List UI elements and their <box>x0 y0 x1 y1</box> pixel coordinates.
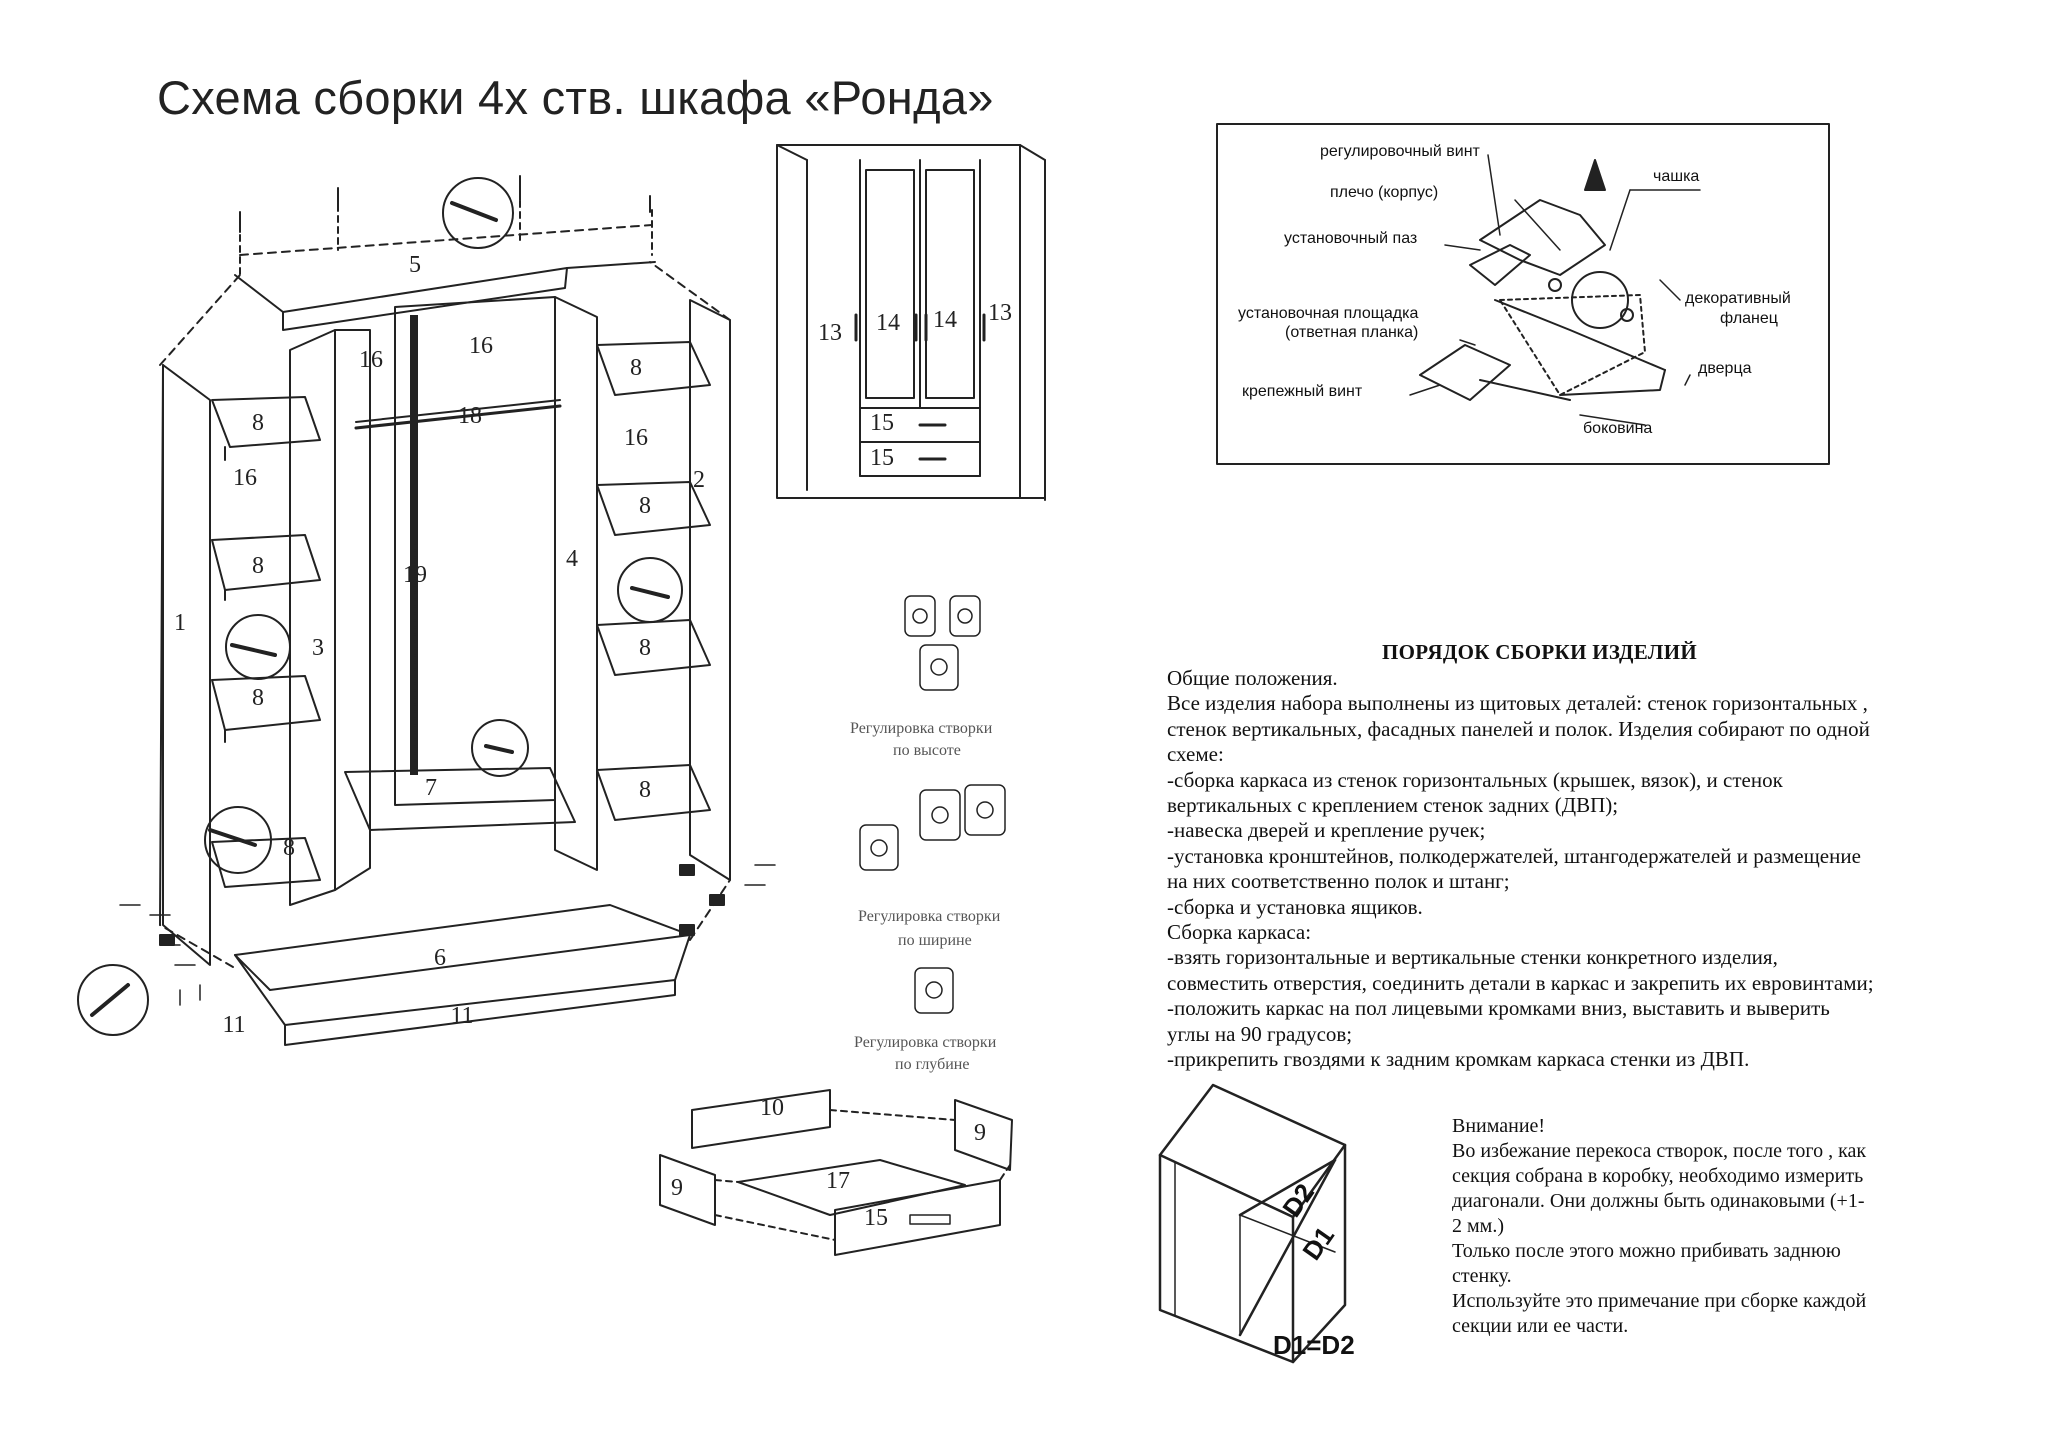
part-number: 2 <box>693 467 705 493</box>
wardrobe-front-view <box>776 144 1046 501</box>
part-number: 1 <box>174 610 186 636</box>
part-number: 8 <box>639 493 651 519</box>
part-number: 15 <box>864 1205 888 1231</box>
note-line: секция собрана в коробку, необходимо изм… <box>1452 1165 1864 1187</box>
label-depth-adjust-2: по глубине <box>895 1056 970 1073</box>
part-number: 14 <box>876 310 900 336</box>
assembly-line: углы на 90 градусов; <box>1167 1021 1353 1046</box>
label-mount-plate-1: установочная площадка <box>1238 305 1419 322</box>
note-line: Внимание! <box>1452 1115 1546 1137</box>
label-height-adjust-2: по высоте <box>893 742 961 759</box>
part-number: 14 <box>933 307 957 333</box>
hinge-diagram <box>1216 123 1830 465</box>
label-shoulder: плечо (корпус) <box>1330 184 1439 201</box>
note-line: стенку. <box>1452 1265 1512 1287</box>
part-number: 16 <box>469 333 493 359</box>
note-line: секции или ее части. <box>1452 1315 1629 1337</box>
part-number: 13 <box>988 300 1012 326</box>
part-number: 17 <box>826 1168 850 1194</box>
label-side: боковина <box>1583 420 1653 437</box>
part-number: 3 <box>312 635 324 661</box>
assembly-line: Общие положения. <box>1167 666 1338 690</box>
note-line: Во избежание перекоса створок, после тог… <box>1452 1140 1867 1162</box>
part-number: 8 <box>639 777 651 803</box>
assembly-heading: ПОРЯДОК СБОРКИ ИЗДЕЛИЙ <box>1382 640 1697 664</box>
exploded-wardrobe <box>77 175 776 1046</box>
assembly-line: -сборка каркаса из стенок горизонтальных… <box>1167 767 1783 792</box>
assembly-line: -положить каркас на пол лицевыми кромкам… <box>1167 996 1830 1021</box>
part-number: 8 <box>252 553 264 579</box>
label-adjust-screw: регулировочный винт <box>1320 143 1480 160</box>
label-decor-flange-1: декоративный <box>1685 290 1791 307</box>
drawer-exploded <box>659 1089 1013 1256</box>
part-number: 15 <box>870 410 894 436</box>
part-number: 11 <box>450 1003 474 1029</box>
part-number: 16 <box>233 465 257 491</box>
part-number: 7 <box>425 775 437 801</box>
assembly-line: -взять горизонтальные и вертикальные сте… <box>1167 945 1778 970</box>
label-d1-equals-d2: D1=D2 <box>1273 1330 1355 1360</box>
part-number: 5 <box>409 252 421 278</box>
part-number: 8 <box>639 635 651 661</box>
adjustment-icons <box>859 595 1006 1014</box>
part-number: 10 <box>760 1095 784 1121</box>
assembly-line: вертикальных с креплением стенок задних … <box>1167 793 1619 818</box>
note-line: Только после этого можно прибивать задню… <box>1452 1240 1841 1262</box>
label-width-adjust-2: по ширине <box>898 932 972 949</box>
label-cup: чашка <box>1653 168 1700 185</box>
page-title: Схема сборки 4х ств. шкафа «Ронда» <box>157 71 994 124</box>
part-number: 8 <box>630 355 642 381</box>
part-number: 8 <box>252 410 264 436</box>
part-number: 4 <box>566 546 578 572</box>
assembly-line: схеме: <box>1167 742 1224 767</box>
part-number: 11 <box>222 1012 246 1038</box>
label-mount-slot: установочный паз <box>1284 230 1418 247</box>
assembly-line: Сборка каркаса: <box>1167 920 1312 945</box>
part-number: 13 <box>818 320 842 346</box>
assembly-line: -сборка и установка ящиков. <box>1167 894 1423 919</box>
label-height-adjust-1: Регулировка створки <box>850 720 993 737</box>
note-line: диагонали. Они должны быть одинаковыми (… <box>1452 1190 1865 1212</box>
part-number: 16 <box>359 347 383 373</box>
assembly-text: Общие положения. Все изделия набора выпо… <box>1167 666 1927 1073</box>
note-line: 2 мм.) <box>1452 1215 1504 1237</box>
label-width-adjust-1: Регулировка створки <box>858 908 1001 925</box>
assembly-line: -навеска дверей и крепление ручек; <box>1167 818 1486 843</box>
part-number: 8 <box>252 685 264 711</box>
assembly-line: -прикрепить гвоздями к задним кромкам ка… <box>1167 1047 1750 1072</box>
attention-note: Внимание! Во избежание перекоса створок,… <box>1452 1114 1932 1339</box>
label-fixing-screw: крепежный винт <box>1242 383 1363 400</box>
assembly-line: стенок вертикальных, фасадных панелей и … <box>1167 716 1870 741</box>
part-number: 19 <box>403 562 427 588</box>
part-number: 9 <box>671 1175 683 1201</box>
assembly-line: Все изделия набора выполнены из щитовых … <box>1167 691 1868 716</box>
part-number: 8 <box>283 835 295 861</box>
assembly-line: на них соответственно полок и штанг; <box>1167 869 1510 894</box>
label-decor-flange-2: фланец <box>1720 310 1778 327</box>
label-door: дверца <box>1698 360 1752 377</box>
part-number: 18 <box>458 403 482 429</box>
note-line: Используйте это примечание при сборке ка… <box>1452 1290 1867 1312</box>
part-number: 9 <box>974 1120 986 1146</box>
box-diagonal-diagram <box>1158 1083 1347 1364</box>
part-number: 16 <box>624 425 648 451</box>
label-mount-plate-2: (ответная планка) <box>1285 324 1419 341</box>
part-number: 15 <box>870 445 894 471</box>
part-number: 6 <box>434 945 446 971</box>
assembly-line: -установка кронштейнов, полкодержателей,… <box>1167 843 1861 868</box>
label-depth-adjust-1: Регулировка створки <box>854 1034 997 1051</box>
assembly-line: совместить отверстия, соединить детали в… <box>1167 970 1874 995</box>
